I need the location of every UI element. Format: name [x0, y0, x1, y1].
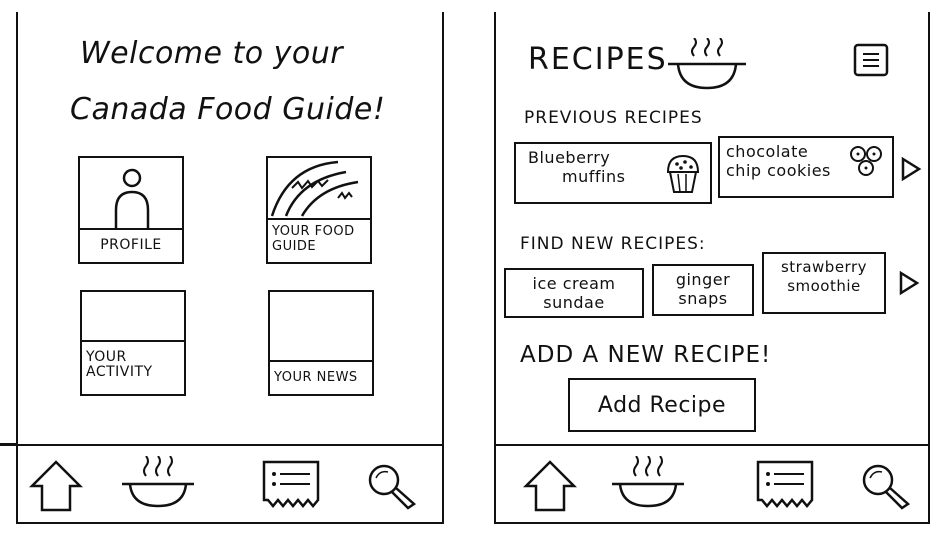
recipe-card-line2: snaps [678, 289, 728, 308]
nav-recipes-button[interactable] [118, 455, 198, 512]
recipes-screen: RECIPES PREVIOUS RECIPES Blueberry muffi… [494, 12, 930, 524]
recipe-card-line1: ginger [675, 270, 731, 289]
cookie-icon [850, 146, 882, 176]
menu-icon [853, 43, 889, 77]
recipe-card-line2: smoothie [787, 277, 861, 295]
muffin-icon [666, 154, 700, 193]
home-screen: Welcome to your Canada Food Guide! PROFI… [16, 12, 444, 524]
activity-tile[interactable]: YOUR ACTIVITY [80, 290, 186, 396]
nav-recipes-button[interactable] [608, 455, 688, 512]
news-tile-label: YOUR NEWS [270, 360, 372, 394]
previous-recipes-next-arrow[interactable] [900, 156, 922, 182]
recipe-card-line1: ice cream [532, 274, 616, 293]
search-icon [862, 464, 911, 510]
pot-icon [668, 38, 746, 90]
search-icon [368, 464, 417, 510]
find-new-recipes-label: FIND NEW RECIPES: [520, 234, 706, 254]
nav-home-button[interactable] [26, 456, 86, 512]
find-recipes-next-arrow[interactable] [898, 270, 920, 296]
recipe-card-line1: Blueberry [528, 148, 611, 167]
previous-recipes-label: PREVIOUS RECIPES [524, 108, 703, 128]
recipe-card-line1: strawberry [780, 258, 868, 276]
receipt-icon [756, 460, 814, 508]
receipt-icon [262, 460, 320, 508]
add-new-recipe-label: ADD A NEW RECIPE! [520, 342, 772, 368]
activity-tile-label: YOUR ACTIVITY [82, 340, 184, 394]
person-icon [114, 168, 150, 228]
recipe-card-ginger-snaps[interactable]: ginger snaps [652, 264, 754, 316]
pot-icon [122, 455, 194, 508]
recipe-card-blueberry-muffins[interactable]: Blueberry muffins [514, 142, 712, 204]
food-guide-tile-label: YOUR FOOD GUIDE [268, 218, 370, 262]
recipe-card-line2: sundae [543, 293, 605, 312]
profile-tile-label: PROFILE [80, 228, 182, 262]
pot-icon [612, 455, 684, 508]
home-title-line1: Welcome to your [80, 36, 344, 71]
food-guide-plate-icon [270, 160, 359, 217]
bottom-nav [496, 444, 928, 524]
home-icon [522, 460, 578, 512]
home-icon [28, 460, 84, 512]
nav-guide-button[interactable] [752, 456, 818, 512]
recipe-card-line2: muffins [562, 167, 626, 186]
nav-guide-button[interactable] [258, 456, 324, 512]
recipes-title: RECIPES [528, 42, 668, 77]
recipe-card-line2: chip cookies [726, 161, 831, 180]
recipe-card-line1: chocolate [726, 142, 809, 161]
recipe-card-ice-cream-sundae[interactable]: ice cream sundae [504, 268, 644, 318]
recipe-card-chocolate-chip-cookies[interactable]: chocolate chip cookies [718, 136, 894, 198]
nav-search-button[interactable] [362, 456, 422, 512]
add-recipe-button[interactable]: Add Recipe [568, 378, 756, 432]
menu-button[interactable] [852, 42, 890, 78]
nav-home-button[interactable] [520, 456, 580, 512]
news-tile[interactable]: YOUR NEWS [268, 290, 374, 396]
food-guide-tile[interactable]: YOUR FOOD GUIDE [266, 156, 372, 264]
recipe-card-strawberry-smoothie[interactable]: strawberry smoothie [762, 252, 886, 314]
home-title-line2: Canada Food Guide! [70, 92, 386, 127]
divider [0, 443, 18, 446]
bottom-nav [18, 444, 442, 524]
profile-tile[interactable]: PROFILE [78, 156, 184, 264]
nav-search-button[interactable] [856, 456, 916, 512]
